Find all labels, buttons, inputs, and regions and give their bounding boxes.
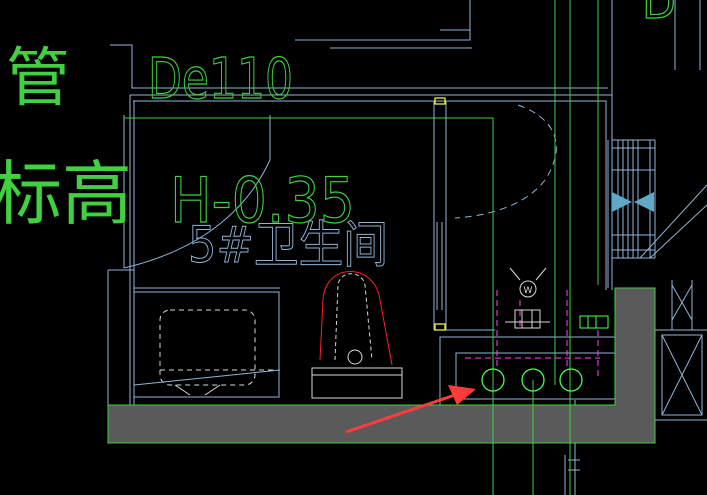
sink-fixture: W [505,267,550,329]
floor-drain-3 [559,368,583,392]
pipe-size-label: De110 [148,47,293,112]
red-pointer-arrow-icon [345,385,476,434]
elevation-value-label: H-0.35 [170,164,355,237]
top-right-fragment-label: D [642,0,676,29]
svg-text:W: W [524,286,533,296]
pipe-char-label: 管 [6,42,70,116]
yellow-markers [434,97,446,331]
floor-drain-1 [481,368,505,392]
magenta-branch-pipes [465,290,600,378]
toilet-fixture [133,291,281,398]
floor-drain-2 [521,368,545,392]
floor-slab [107,287,656,444]
control-box [579,315,609,329]
valve-icon [612,192,654,212]
door-swing-arcs [123,104,557,269]
upper-outline-lines [110,0,608,89]
green-pipe-lines [124,0,599,495]
urinal-fixture [311,271,403,399]
text-labels: 管 标高 De110 H-0.35 5#卫生间 D [0,0,676,275]
floor-drains [481,368,583,392]
room-name-label: 5#卫生间 [188,216,388,274]
elevation-chars-label: 标高 [0,153,132,235]
